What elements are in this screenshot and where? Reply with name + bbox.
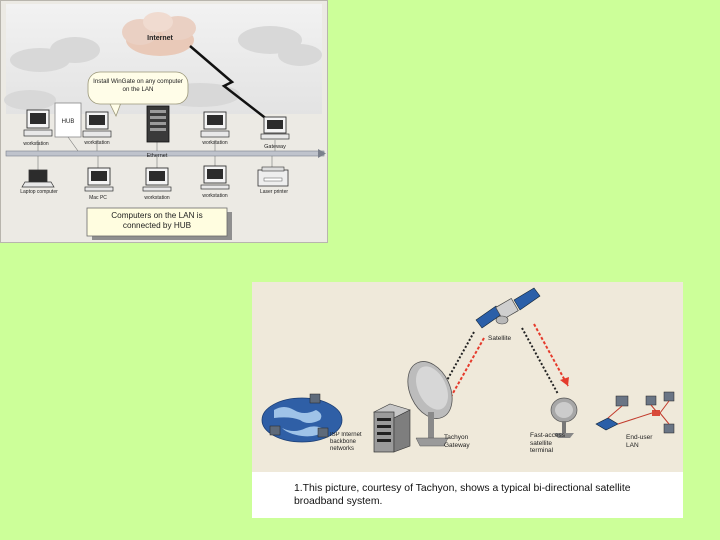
callout-bubble — [87, 71, 189, 117]
satellite-label: Satellite — [488, 335, 512, 342]
workstation-top-2-label: workstation — [84, 140, 110, 146]
lan-diagram-panel: Internet Install WinGate on any computer… — [0, 0, 328, 243]
satellite-icon — [475, 287, 541, 329]
end-user-lan-icons — [595, 391, 675, 434]
satellite-diagram: Satellite — [252, 282, 683, 472]
laptop-label: Laptop computer — [20, 189, 58, 195]
gateway-label: Gateway — [264, 144, 286, 150]
internet-cloud — [122, 12, 196, 56]
workstation-bottom-2-icon — [142, 167, 172, 192]
mac-pc-icon — [84, 167, 114, 192]
lightning-link-icon — [189, 45, 269, 121]
internet-label: Internet — [147, 35, 173, 42]
lan-diagram: Internet Install WinGate on any computer… — [4, 4, 326, 240]
gateway-server-icon — [373, 403, 411, 453]
workstation-top-2-icon — [82, 111, 112, 138]
isp-label: ISP Internet backbone networks — [330, 432, 362, 452]
server-tower-icon — [146, 105, 170, 143]
diagram-background — [252, 282, 683, 472]
workstation-bottom-3-icon — [200, 165, 230, 190]
globe-computer-icons — [269, 393, 329, 438]
laser-printer-icon — [257, 166, 289, 187]
note-box — [86, 207, 228, 237]
gateway-label: Tachyon Gateway — [444, 434, 470, 449]
laser-printer-label: Laser printer — [260, 189, 288, 195]
note-text: Computers on the LAN is connected by HUB — [111, 211, 203, 230]
end-user-lan-label: End-user LAN — [626, 434, 653, 449]
gateway-dish-icon — [407, 361, 453, 447]
hub-label: HUB — [62, 119, 75, 125]
callout-text: Install WinGate on any computer on the L… — [93, 78, 183, 93]
satellite-diagram-panel: Satellite — [252, 282, 683, 518]
terminal-label: Fast-access satellite terminal — [530, 432, 566, 454]
ethernet-arrow-icon — [318, 149, 326, 158]
caption-area: 1.This picture, courtesy of Tachyon, sho… — [252, 472, 683, 518]
gateway-computer-icon — [260, 116, 290, 140]
laptop-icon — [21, 169, 55, 188]
workstation-top-right-icon — [200, 111, 230, 138]
terminal-dish-icon — [550, 397, 578, 438]
workstation-bottom-3-label: workstation — [202, 193, 228, 199]
workstation-top-left-icon — [23, 109, 53, 137]
workstation-bottom-2-label: workstation — [144, 195, 170, 201]
workstation-top-right-label: workstation — [202, 140, 228, 146]
mac-pc-label: Mac PC — [89, 195, 107, 201]
workstation-top-left-label: workstation — [23, 141, 49, 147]
figure-caption: 1.This picture, courtesy of Tachyon, sho… — [294, 483, 631, 507]
hub-device — [54, 102, 82, 138]
